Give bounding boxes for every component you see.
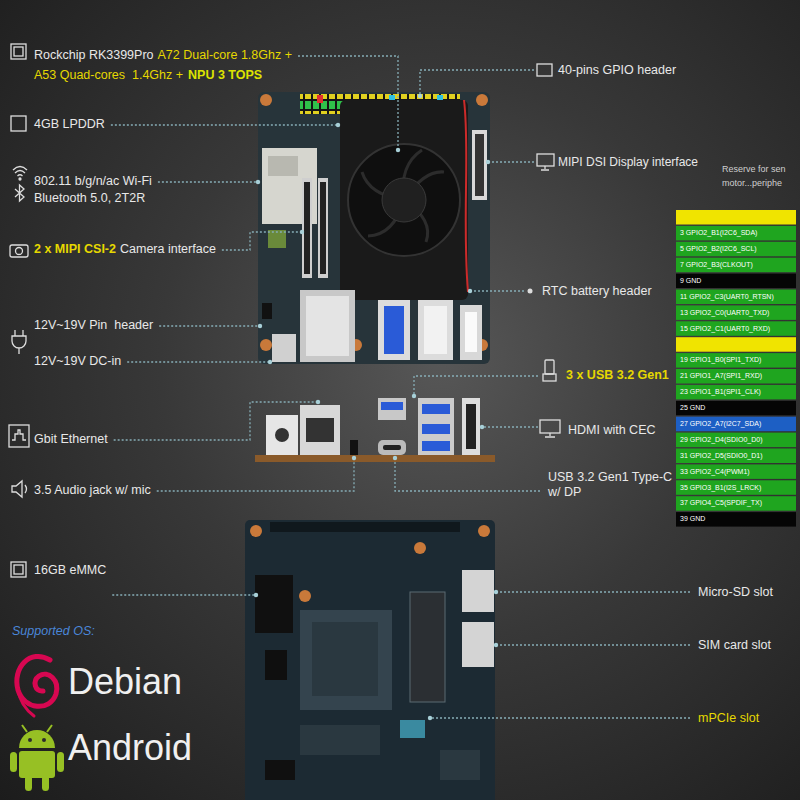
pin-name: 33 GPIO2_C4(PWM1) [680,468,750,476]
leader-dot [494,643,498,647]
callout-label: USB 3.2 Gen1 Type-C w/ DP [548,470,688,500]
callout-label: MIPI DSI Display interface [558,155,698,170]
pin-name: 39 GND [680,515,705,523]
callout-label: 4GB LPDDR [34,117,105,132]
callout-label: 16GB eMMC [34,563,106,578]
leader-line [414,376,538,396]
leader-line [496,591,690,592]
callout-label: A72 Dual-core 1.8Ghz + [158,48,292,63]
leader-dot [396,148,400,152]
leader-line [158,181,258,182]
leader-dot [418,94,422,98]
leader-dot [480,425,484,429]
leader-line [395,458,540,491]
callout-label: 40-pins GPIO header [558,63,676,78]
callout-label: 802.11 b/g/n/ac Wi-Fi [34,174,152,189]
leader-line [420,70,534,96]
android-logo [10,725,64,791]
callout-label: 12V~19V DC-in [34,354,121,369]
callout-label: 3 x USB 3.2 Gen1 [566,368,669,383]
pin-name: 21 GPIO1_A7(SPI1_RXD) [680,372,762,380]
callout-label: Bluetooth 5.0, 2T2R [34,191,145,206]
pin-name: 23 GPIO1_B1(SPI1_CLK) [680,388,761,396]
leader-line [488,161,534,162]
callout-label: Rockchip RK3399Pro [34,48,154,63]
leader-dot [336,123,340,127]
leader-dot [352,456,356,460]
callout-label: A53 Quad-cores 1.4Ghz + [34,68,183,83]
callout-label: Gbit Ethernet [34,432,108,447]
pin-name: 35 GPIO3_B1(I2S_LRCK) [680,484,761,492]
callout-label: HDMI with CEC [568,423,656,438]
pin-name: 5 GPIO2_B2(I2C6_SCL) [680,245,757,253]
leader-line [159,325,260,326]
leader-dot [486,160,490,164]
leader-line [430,717,690,718]
leader-line [496,644,690,645]
callout-label: Micro-SD slot [698,585,773,600]
pin-name: 13 GPIO2_C0(UART0_TXD) [680,309,769,317]
note: Reserve for sen [722,164,786,175]
leader-dot [258,324,262,328]
feature-icons [9,44,560,577]
leader-dot [412,394,416,398]
callout-label: Camera interface [120,242,216,257]
callout-label: 3.5 Audio jack w/ mic [34,483,151,498]
os-name: Debian [68,662,182,702]
leader-dot [468,289,472,293]
pin-name: 29 GPIO2_D4(SDIO0_D0) [680,436,762,444]
pin-name: 37 GPIO4_C5(SPDIF_TX) [680,499,762,507]
leader-line [298,56,398,150]
pin-name: 25 GND [680,404,705,412]
callout-label: 12V~19V Pin header [34,318,153,333]
leader-dot [254,593,258,597]
pin-name: 15 GPIO2_C1(UART0_RXD) [680,325,770,333]
pin-name: 7 GPIO2_B3(CLKOUT) [680,261,753,269]
leader-dot [316,400,320,404]
callout-label: SIM card slot [698,638,771,653]
pin-name: 9 GND [680,277,701,285]
debian-logo [17,656,57,716]
pin-name: 27 GPIO2_A7(I2C7_SDA) [680,420,761,428]
leader-dot [268,360,272,364]
callout-label: RTC battery header [542,284,652,299]
leader-line [111,124,338,125]
leader-line [157,458,354,491]
leader-dot [256,180,260,184]
pin-name: 31 GPIO2_D5(SDIO0_D1) [680,452,762,460]
leader-dot [494,590,498,594]
leader-dot [300,230,304,234]
leader-line [482,426,538,427]
callout-label: mPCIe slot [698,711,759,726]
os-heading: Supported OS: [12,624,95,639]
leader-line [127,361,270,362]
callout-label: NPU 3 TOPS [188,68,262,83]
callout-label: 2 x MIPI CSI-2 [34,242,116,257]
leader-dot [428,716,432,720]
board-bottom-view [245,520,495,800]
leader-line [114,402,318,440]
board-side-view [255,398,495,462]
leader-line [112,594,256,595]
pin-table [676,210,796,527]
pin-name: 19 GPIO1_B0(SPI1_TXD) [680,356,761,364]
board-top-view [258,92,490,364]
os-name: Android [68,728,192,768]
pin-name: 11 GPIO2_C3(UART0_RTSN) [680,293,774,301]
note: motor...periphe [722,178,782,189]
leader-line [222,232,302,250]
leader-line [470,290,524,291]
pin-name: 3 GPIO2_B1(I2C6_SDA) [680,229,757,237]
leader-dot [393,456,397,460]
